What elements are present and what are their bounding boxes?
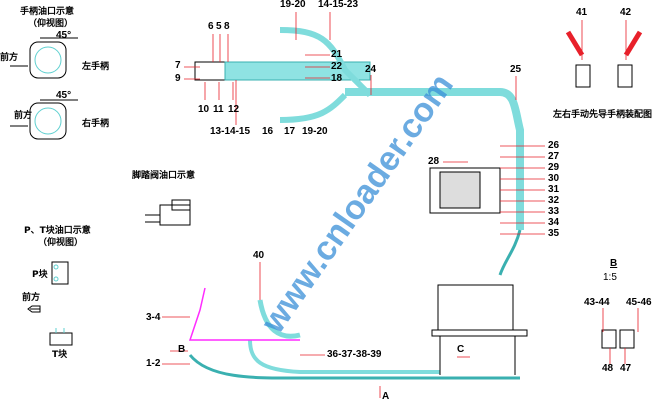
pilot-valve-block [429, 167, 501, 214]
callout-45-46: 45-46 [626, 297, 652, 308]
pt-block-title: P、T块油口示意 [24, 226, 91, 236]
callout-19-20-top: 19-20 [280, 0, 306, 10]
callout-33: 33 [548, 206, 560, 217]
callout-10: 10 [198, 104, 210, 115]
callout-1-2: 1-2 [146, 358, 161, 369]
callout-26: 26 [548, 140, 560, 151]
front-label-2: 前方 [14, 111, 33, 121]
callout-48: 48 [602, 363, 614, 374]
callout-14-15-23: 14-15-23 [318, 0, 359, 10]
leader-lines [162, 12, 639, 398]
callout-41: 41 [576, 7, 588, 18]
magenta-line [188, 287, 300, 341]
detail-b-scale: 1:5 [603, 272, 617, 283]
callout-28: 28 [428, 156, 440, 167]
pilot-handle-assembly-title: 左右手动先导手柄装配图 [553, 110, 653, 120]
left-handle-port-glyph [10, 37, 78, 79]
callout-5: 5 [216, 21, 222, 32]
detail-b-brackets [601, 329, 635, 349]
callout-8: 8 [224, 21, 230, 32]
callout-30: 30 [548, 173, 560, 184]
callout-7: 7 [175, 60, 181, 71]
pilot-handle-42 [617, 30, 643, 88]
p-block-label: P块 [32, 270, 48, 280]
angle-right: 45° [56, 90, 72, 101]
callout-24: 24 [365, 64, 377, 75]
callout-43-44: 43-44 [584, 297, 610, 308]
p-block-glyph [51, 261, 69, 285]
callout-21: 21 [331, 49, 343, 60]
callout-17: 17 [284, 126, 296, 137]
callout-36-37-38-39: 36-37-38-39 [327, 349, 382, 360]
callout-12: 12 [228, 104, 240, 115]
callout-25: 25 [510, 64, 522, 75]
handle-ports-title: 手柄油口示意 [20, 7, 75, 17]
t-block-label: T块 [52, 350, 68, 360]
foot-valve-title: 脚踏阀油口示意 [132, 171, 196, 181]
callout-18: 18 [331, 73, 343, 84]
callout-47: 47 [620, 363, 632, 374]
multi-way-valve [431, 284, 528, 375]
callout-27: 27 [548, 151, 560, 162]
callout-11: 11 [213, 104, 224, 115]
right-handle-port-glyph [10, 99, 78, 140]
pt-block-subtitle: （仰视图） [38, 238, 84, 248]
callout-13-14-15: 13-14-15 [210, 126, 251, 137]
callout-9: 9 [175, 73, 181, 84]
right-handle-label: 右手柄 [82, 119, 110, 129]
callout-35: 35 [548, 228, 560, 239]
callout-6: 6 [208, 21, 214, 32]
foot-valve-glyph [145, 199, 191, 226]
t-block-glyph [49, 328, 73, 346]
pt-front-label: 前方 [22, 293, 41, 303]
callout-a: A [382, 391, 390, 402]
callout-42: 42 [620, 7, 632, 18]
callout-34: 34 [548, 217, 560, 228]
angle-left: 45° [56, 30, 72, 41]
front-arrow-icon [27, 305, 41, 313]
callout-19-20-bottom: 19-20 [302, 126, 328, 137]
front-label-1: 前方 [0, 53, 19, 63]
left-handle-label: 左手柄 [82, 62, 110, 72]
callout-3-4: 3-4 [146, 312, 161, 323]
pilot-handle-41 [565, 30, 591, 88]
callout-29: 29 [548, 162, 560, 173]
callout-40: 40 [253, 250, 265, 261]
callout-31: 31 [548, 184, 560, 195]
callout-16: 16 [262, 126, 274, 137]
detail-b-name: B [610, 258, 618, 269]
handle-ports-subtitle: （仰视图） [28, 19, 74, 29]
hose-bundle [188, 27, 524, 380]
callout-32: 32 [548, 195, 560, 206]
callout-22: 22 [331, 61, 343, 72]
callout-c: C [457, 344, 465, 355]
callout-b: B [178, 344, 186, 355]
